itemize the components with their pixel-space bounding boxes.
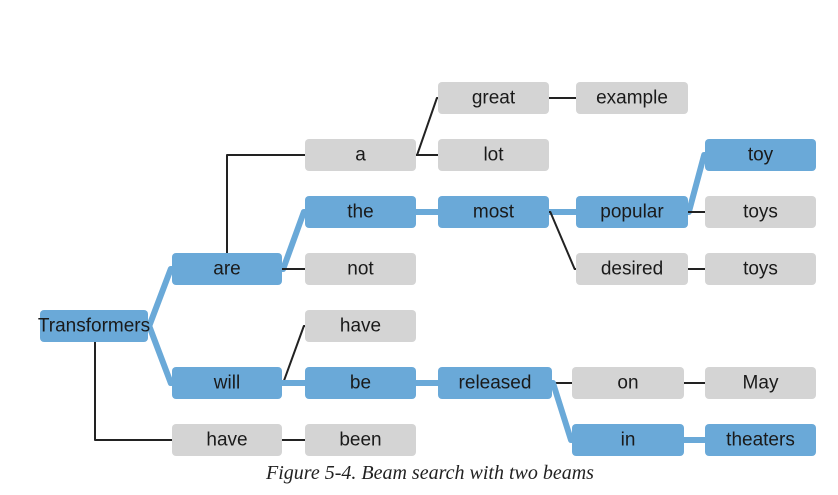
node-label-transformers: Transformers	[38, 316, 150, 337]
node-box-a	[305, 139, 416, 171]
node-label-popular: popular	[600, 202, 664, 223]
node-popular: popular	[576, 196, 688, 228]
node-label-theaters: theaters	[726, 430, 795, 451]
node-box-be	[305, 367, 416, 399]
node-label-toys-1: toys	[743, 202, 778, 223]
node-label-have-2: have	[340, 316, 381, 337]
node-box-example	[576, 82, 688, 114]
node-toys-1: toys	[705, 196, 816, 228]
node-box-toys-1	[705, 196, 816, 228]
edge-will-to-have-2	[282, 325, 305, 384]
node-the: the	[305, 196, 416, 228]
node-great: great	[438, 82, 549, 114]
node-are: are	[172, 253, 282, 285]
node-may: May	[705, 367, 816, 399]
node-on: on	[572, 367, 684, 399]
node-transformers: Transformers	[38, 310, 150, 342]
node-box-theaters	[705, 424, 816, 456]
node-lot: lot	[438, 139, 549, 171]
node-label-toys-2: toys	[743, 259, 778, 280]
edges-layer	[94, 97, 708, 443]
node-have-2: have	[305, 310, 416, 342]
node-box-have-1	[172, 424, 282, 456]
node-a: a	[305, 139, 416, 171]
beam-search-diagram: Transformers are will have a the not have be been…	[38, 82, 816, 456]
node-label-great: great	[472, 88, 516, 109]
node-box-the	[305, 196, 416, 228]
node-label-have-1: have	[206, 430, 247, 451]
node-box-in	[572, 424, 684, 456]
edge-popular-to-toy	[685, 152, 708, 215]
node-label-most: most	[473, 202, 515, 223]
node-box-will	[172, 367, 282, 399]
node-label-lot: lot	[483, 145, 504, 166]
node-label-will: will	[213, 373, 240, 394]
node-box-great	[438, 82, 549, 114]
node-in: in	[572, 424, 684, 456]
node-label-on: on	[617, 373, 638, 394]
node-box-released	[438, 367, 552, 399]
node-label-toy: toy	[748, 145, 774, 166]
nodes-layer: Transformers are will have a the not have be been…	[38, 82, 816, 456]
figure-caption: Figure 5-4. Beam search with two beams	[266, 462, 594, 484]
node-label-released: released	[459, 373, 532, 394]
node-have-1: have	[172, 424, 282, 456]
edge-a-to-great	[416, 97, 438, 156]
node-label-example: example	[596, 88, 668, 109]
node-desired: desired	[576, 253, 688, 285]
node-toys-2: toys	[705, 253, 816, 285]
edge-released-to-in	[550, 380, 574, 443]
edge-are-to-the	[280, 209, 307, 272]
node-label-a: a	[355, 145, 366, 166]
node-box-are	[172, 253, 282, 285]
node-box-may	[705, 367, 816, 399]
edge-transformers-to-will	[146, 323, 174, 386]
node-box-popular	[576, 196, 688, 228]
node-label-in: in	[621, 430, 636, 451]
node-box-desired	[576, 253, 688, 285]
node-box-toy	[705, 139, 816, 171]
node-released: released	[438, 367, 552, 399]
node-label-are: are	[213, 259, 240, 280]
edge-transformers-to-are	[146, 266, 174, 329]
edge-most-to-desired	[549, 211, 576, 270]
node-box-been	[305, 424, 416, 456]
edge-transformers-to-have-1	[94, 342, 172, 441]
node-label-not: not	[347, 259, 374, 280]
node-theaters: theaters	[705, 424, 816, 456]
node-label-be: be	[350, 373, 371, 394]
node-box-most	[438, 196, 549, 228]
node-label-may: May	[743, 373, 779, 394]
node-box-have-2	[305, 310, 416, 342]
node-box-on	[572, 367, 684, 399]
node-example: example	[576, 82, 688, 114]
node-box-toys-2	[705, 253, 816, 285]
node-box-not	[305, 253, 416, 285]
edge-are-to-a	[226, 154, 305, 253]
node-most: most	[438, 196, 549, 228]
node-toy: toy	[705, 139, 816, 171]
node-been: been	[305, 424, 416, 456]
node-be: be	[305, 367, 416, 399]
node-not: not	[305, 253, 416, 285]
node-will: will	[172, 367, 282, 399]
node-label-the: the	[347, 202, 373, 223]
node-box-transformers	[40, 310, 148, 342]
node-label-desired: desired	[601, 259, 663, 280]
node-label-been: been	[339, 430, 381, 451]
node-box-lot	[438, 139, 549, 171]
